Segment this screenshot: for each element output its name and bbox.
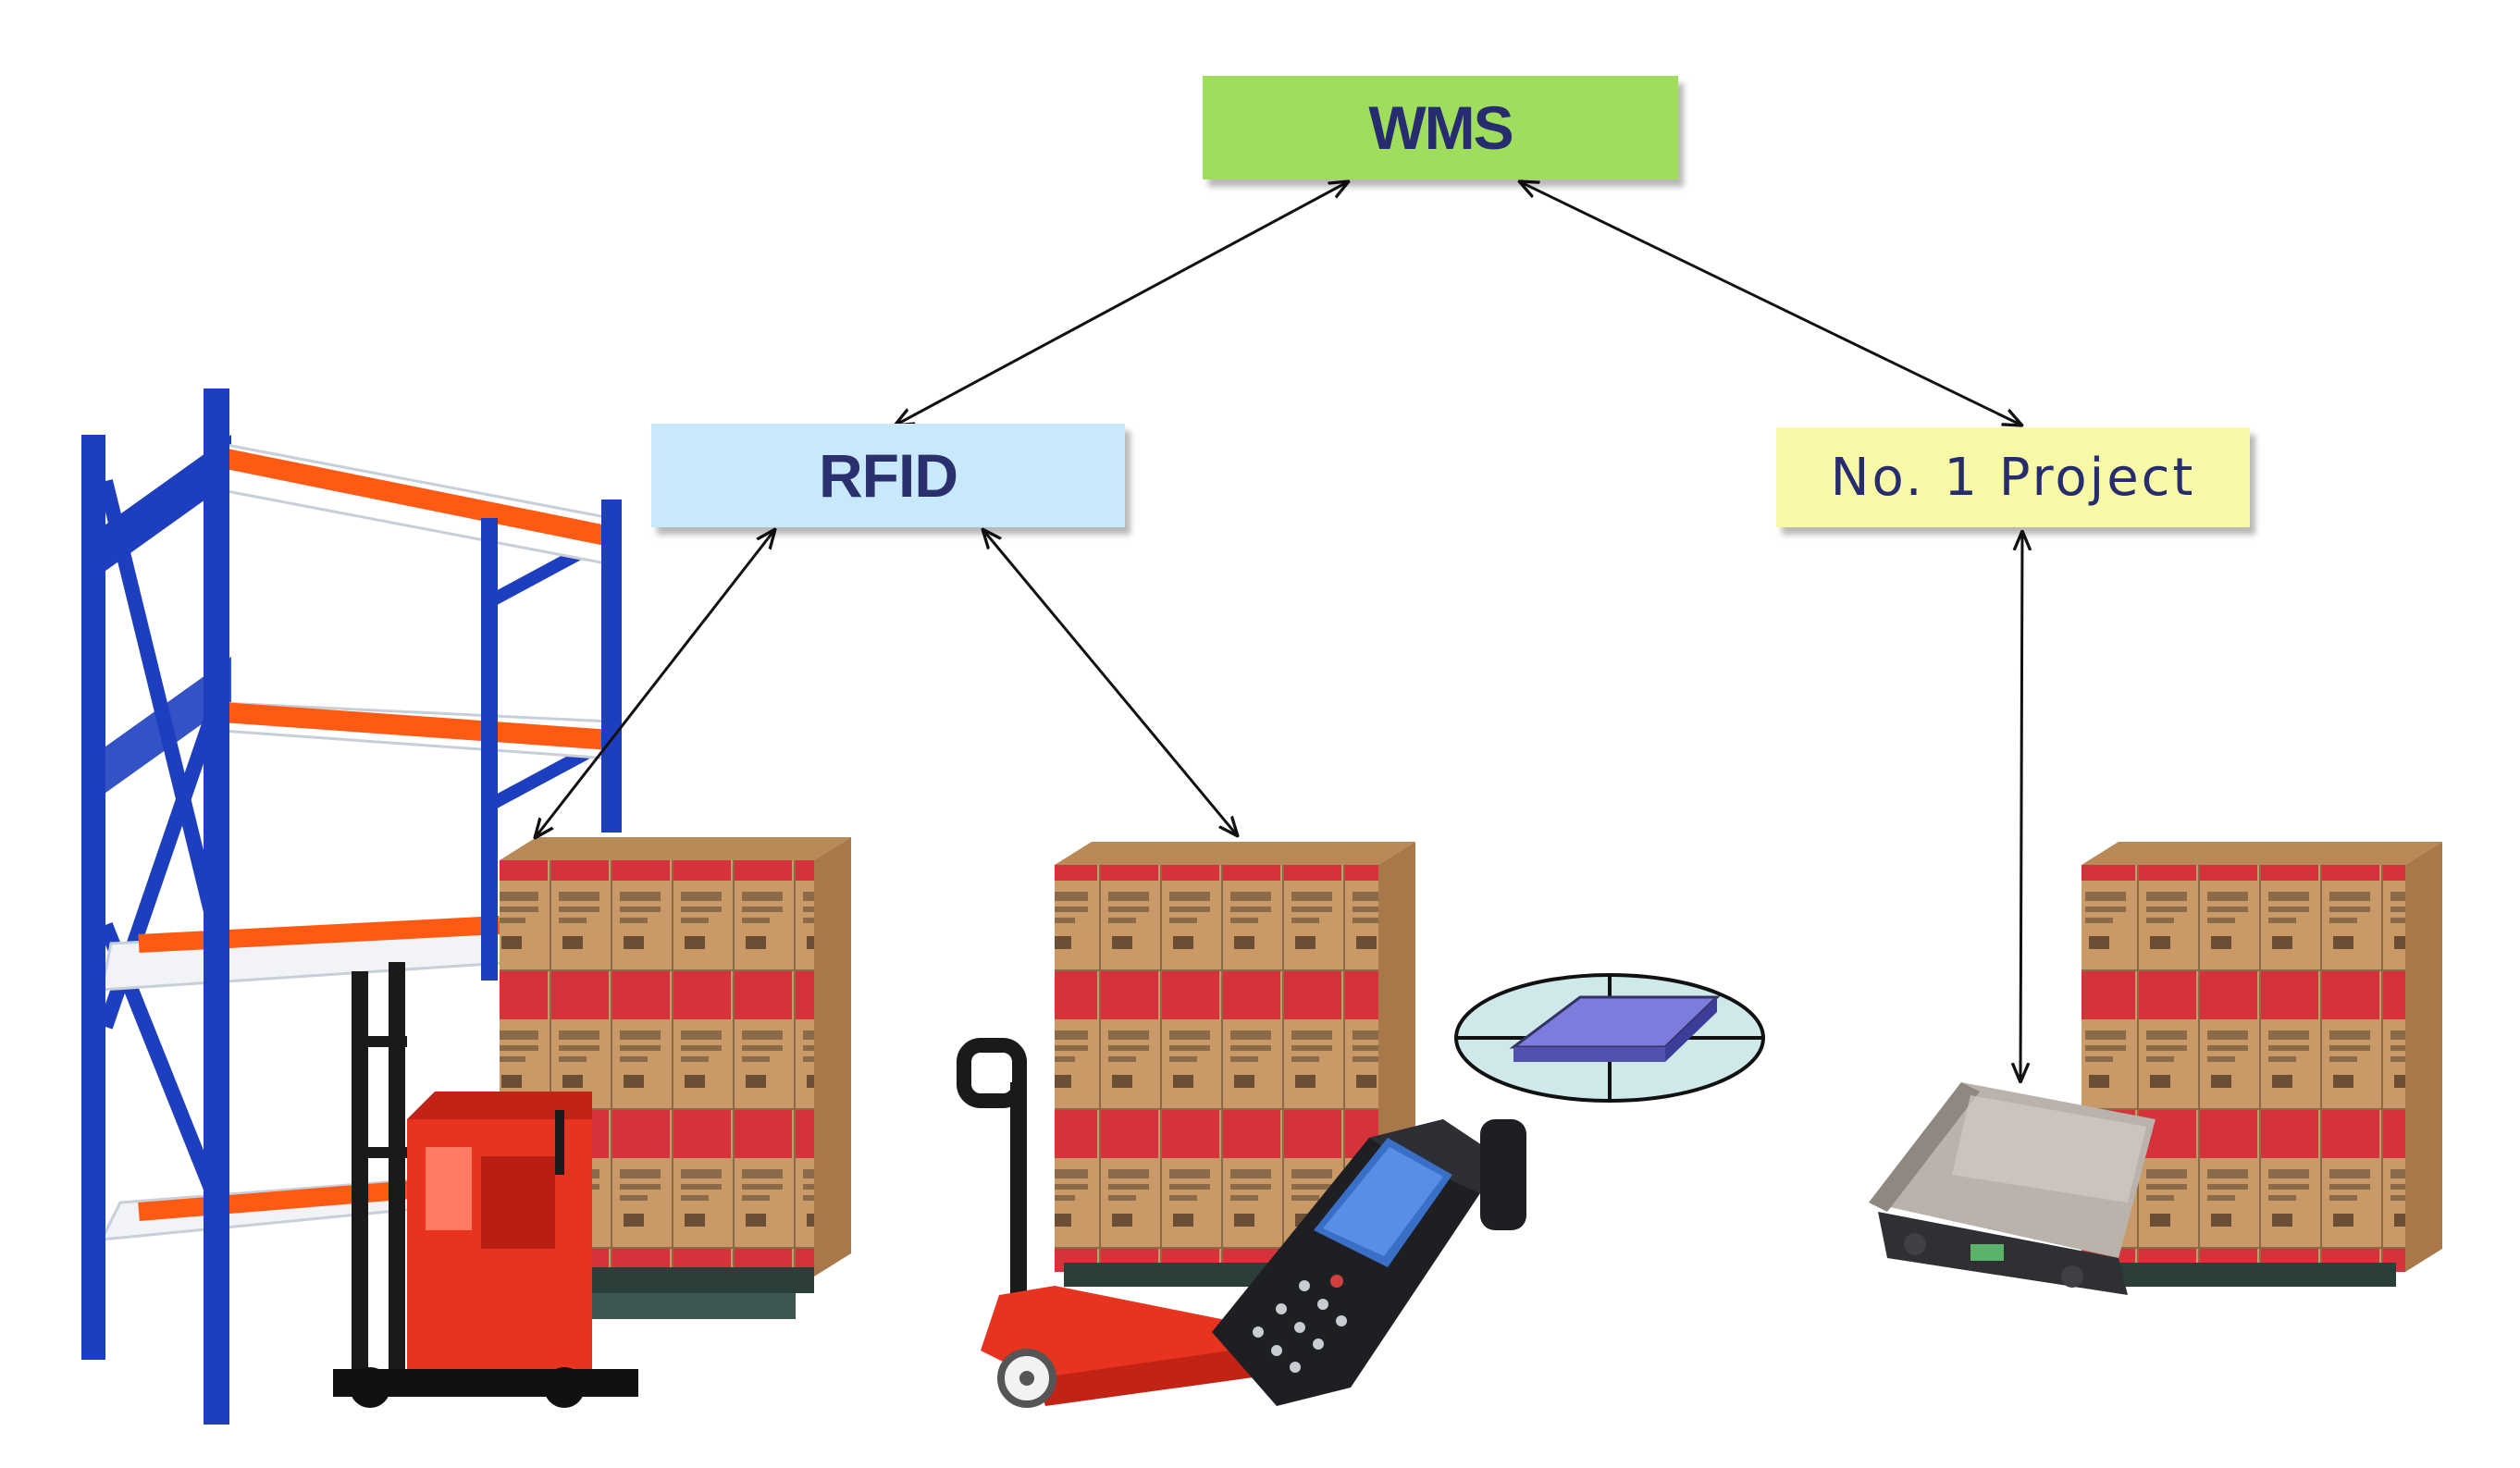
- node-rfid: RFID: [651, 424, 1125, 527]
- edge-wms-rfid: [895, 181, 1349, 426]
- handheld-rfid-scanner-icon: [1212, 1119, 1526, 1406]
- rfid-antenna-pad-icon: [1454, 973, 1765, 1103]
- node-rfid-label: RFID: [819, 441, 958, 510]
- connectors: [535, 181, 2022, 1082]
- node-project-label: No. 1 Project: [1830, 447, 2196, 508]
- edge-wms-project: [1519, 181, 2022, 426]
- fixed-rfid-reader-icon: [1869, 1082, 2156, 1295]
- right-box-pallet-icon: [2081, 842, 2442, 1287]
- node-wms-label: WMS: [1368, 93, 1513, 162]
- node-wms: WMS: [1203, 76, 1678, 179]
- forklift-icon: [333, 962, 638, 1408]
- edge-rfid-shelf-pallet: [535, 529, 775, 838]
- edge-rfid-handheld: [982, 529, 1238, 836]
- node-project: No. 1 Project: [1776, 427, 2250, 527]
- edge-project-fixed-reader: [2020, 531, 2022, 1082]
